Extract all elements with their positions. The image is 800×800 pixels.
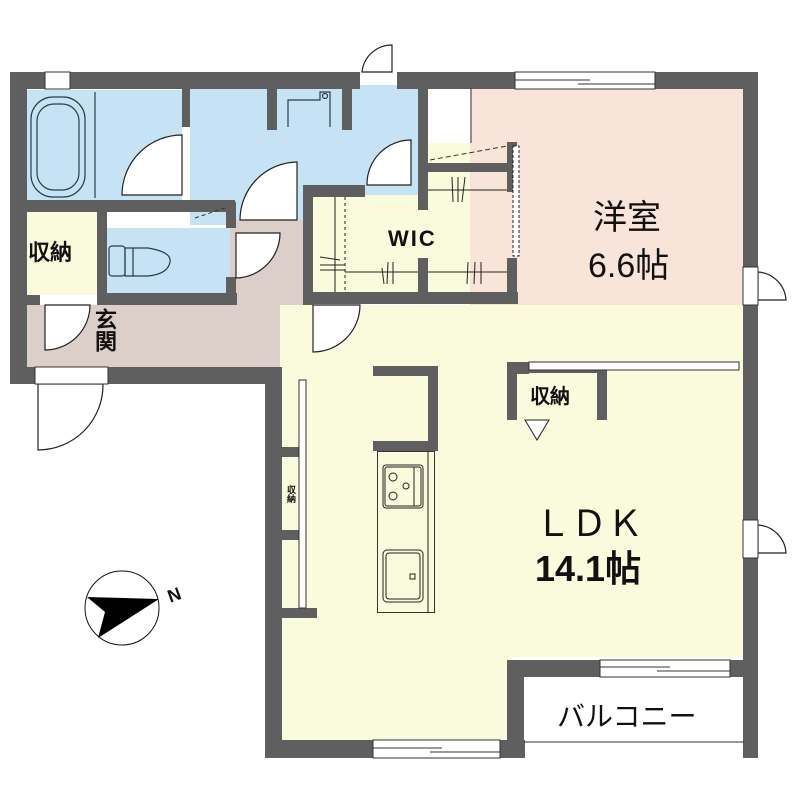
wall-closet-vert: [418, 85, 428, 210]
balcony-label: バルコニー: [557, 700, 697, 733]
wall-closet-divider-2: [280, 530, 300, 540]
hatch-line: [194, 207, 226, 219]
wall-wic-right-2: [507, 258, 517, 304]
stove-icon: [382, 464, 424, 509]
window-ldk-bottom: [372, 739, 501, 759]
wall-bottom-entrance-2: [108, 367, 280, 384]
window-bath: [44, 71, 71, 90]
wall-wash-stub-1: [267, 85, 277, 130]
wall-toilet-right: [226, 202, 236, 228]
wall-toilet-bottom: [97, 293, 237, 305]
sink-icon: [382, 549, 424, 603]
ldk-name: ＬＤＫ: [535, 503, 644, 544]
wall-wic-upper-h: [428, 163, 513, 172]
toilet-door[interactable]: [235, 232, 281, 279]
wall-top-mid: [70, 72, 360, 89]
window-western-side: [742, 266, 759, 306]
wall-wic-bottom: [303, 292, 518, 304]
wall-toilet-right-2: [226, 277, 236, 305]
toilet: [107, 228, 232, 293]
storage-ldk-label: 収納: [530, 384, 570, 408]
entrance-label: 玄関: [91, 308, 116, 352]
wall-kitchen-partition-right: [428, 366, 438, 451]
wall-wic-mid: [418, 258, 428, 298]
wall-balcony-left: [507, 660, 524, 758]
wic-label: WIC: [388, 226, 437, 251]
ldk-side-door[interactable]: [757, 524, 787, 554]
wall-ldk-left: [265, 367, 282, 758]
wall-storage-ldk-left: [507, 362, 517, 420]
wall-closet-divider-3: [280, 608, 317, 618]
wall-kitchen-partition-top: [373, 366, 438, 376]
wall-wic-left: [303, 185, 313, 305]
wall-top-right: [397, 72, 515, 89]
window-balcony: [599, 659, 731, 678]
wic-shelves: [319, 145, 520, 292]
wall-storage-ldk-right: [597, 362, 607, 420]
storage-opening-marker: [524, 419, 550, 441]
western-room-size: 6.6帖: [588, 247, 670, 285]
western-room-name: 洋室: [593, 198, 661, 238]
washroom-door[interactable]: [239, 161, 298, 221]
balcony: [522, 677, 744, 745]
western-side-door[interactable]: [757, 271, 787, 301]
wall-bottom-entrance: [10, 367, 35, 384]
wall-wash-stub-2: [342, 85, 352, 130]
closet-sliding-doors[interactable]: [298, 379, 307, 609]
window-western-bottom: [528, 361, 740, 371]
washing-machine-icon: [287, 91, 331, 127]
wall-bottom-ldk: [265, 740, 373, 758]
window-ldk-side: [742, 519, 759, 559]
closet-top: [428, 88, 471, 143]
wall-left: [10, 72, 27, 384]
front-door[interactable]: [37, 383, 104, 451]
wall-kitchen-partition-bottom: [373, 441, 438, 451]
wall-wic-top: [303, 185, 365, 197]
wall-balcony-top: [507, 660, 600, 677]
compass-icon: [84, 570, 160, 646]
ldk-size: 14.1帖: [535, 548, 642, 589]
wall-balcony-top-right: [730, 660, 758, 677]
wall-right-upper: [743, 72, 758, 267]
ldk-lower: [280, 650, 513, 755]
bathtub-icon: [30, 92, 96, 198]
bathroom-door[interactable]: [121, 134, 183, 196]
wall-top-far-right: [655, 72, 758, 89]
wall-toilet-left: [97, 210, 107, 305]
ldk-door[interactable]: [312, 304, 361, 353]
wall-closet-divider-1: [280, 447, 300, 457]
top-door[interactable]: [361, 44, 393, 73]
entrance-threshold: [34, 366, 109, 385]
wic-door[interactable]: [366, 139, 412, 186]
storage-ldk: [517, 372, 597, 417]
wall-bath-right: [182, 85, 190, 127]
storage-entrance: [25, 210, 97, 295]
wall-storage-bottom: [25, 295, 40, 305]
wall-right-lower: [743, 558, 758, 758]
storage-small-label: 収納: [285, 485, 295, 503]
wall-wic-right: [507, 142, 517, 192]
storage-door[interactable]: [44, 304, 91, 351]
kitchen-counter: [377, 451, 435, 613]
toilet-icon: [108, 245, 171, 277]
wall-bath-bottom: [25, 200, 235, 212]
hatch-line-closet: [429, 145, 508, 161]
storage-entrance-label: 収納: [28, 241, 73, 266]
wall-right-mid: [743, 305, 758, 520]
